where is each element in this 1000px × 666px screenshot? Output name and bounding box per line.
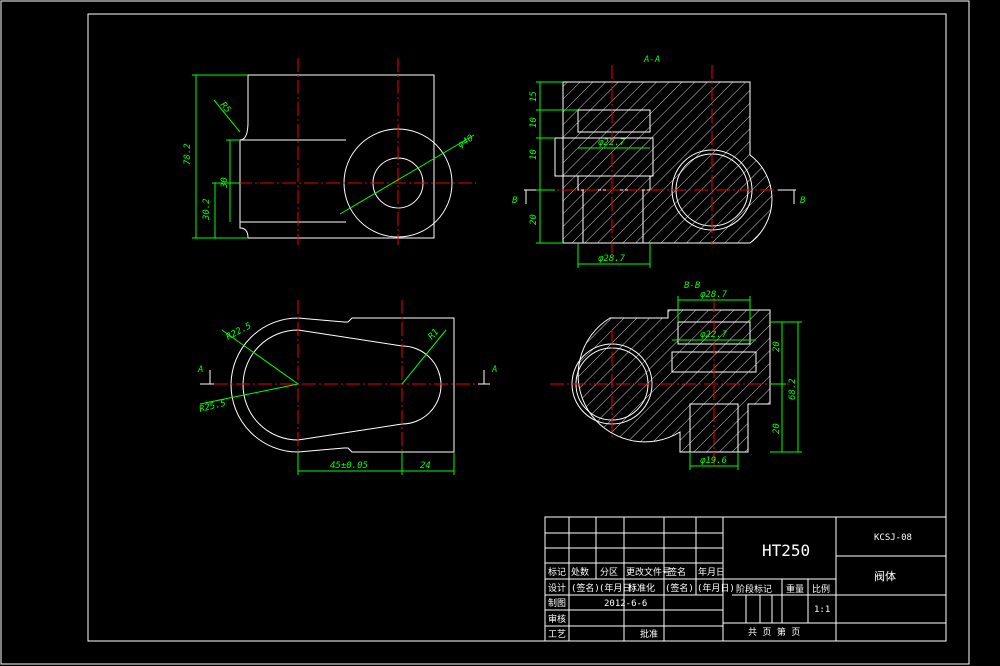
tb-weight: 重量 — [786, 583, 804, 595]
dim-bb-h1: 20 — [772, 341, 782, 352]
tb-material: HT250 — [762, 541, 810, 560]
tb-sheets: 共 页 第 页 — [748, 626, 800, 638]
dim-bb-bottom: φ19.6 — [700, 456, 727, 466]
tb-drawn: 制图 — [548, 597, 566, 609]
dim-aa-bore-top: φ22.7 — [598, 138, 626, 148]
dim-bb-h2: 20 — [772, 423, 782, 434]
section-bb-label: B-B — [684, 281, 701, 291]
dim-front-height-mid: 30 — [220, 177, 230, 189]
tb-review: 审核 — [548, 613, 566, 625]
tb-approve: 批准 — [640, 628, 658, 640]
dim-aa-1: 15 — [529, 91, 539, 102]
tb-part-name: 阀体 — [874, 569, 896, 583]
tb-drawing-number: KCSJ-08 — [874, 533, 912, 543]
tb-rev-sign: 签名 — [668, 566, 686, 578]
tb-rev-mark: 标记 — [548, 566, 566, 578]
dim-front-r5: R5 — [218, 101, 233, 116]
tb-rev-date: 年月日 — [698, 566, 725, 578]
dim-aa-4: 20 — [529, 214, 539, 225]
front-view: 78.2 30.2 30 R5 φ40 — [183, 58, 476, 245]
cut-a-left: A — [197, 365, 203, 375]
section-aa-view: A-A B B 15 10 10 20 φ22.7 φ28.7 — [512, 55, 806, 268]
dim-aa-3: 10 — [529, 149, 539, 160]
tb-scale: 比例 — [812, 583, 830, 595]
dim-aa-2: 10 — [529, 117, 539, 128]
tb-rev-count: 处数 — [571, 566, 589, 578]
dim-top-r2: R1 — [427, 327, 442, 342]
dim-aa-bore-bottom: φ28.7 — [598, 254, 626, 264]
cut-b-left: B — [512, 196, 518, 206]
dim-top-r3: R25.5 — [198, 399, 227, 415]
tb-design-date: (年月日) — [599, 582, 637, 594]
section-aa-label: A-A — [643, 55, 660, 65]
section-bb-view: B-B φ28.7 φ22.7 φ19.6 20 68.2 20 — [550, 281, 802, 470]
top-view: A A R22.5 R25.5 R1 45±0.05 24 — [197, 300, 497, 475]
tb-rev-doc: 更改文件号 — [626, 566, 671, 578]
dim-bb-total: 68.2 — [788, 378, 798, 400]
tb-process: 工艺 — [548, 629, 566, 640]
dim-bb-inner: φ22.7 — [700, 330, 728, 340]
tb-standard: 标准化 — [628, 582, 655, 594]
inner-frame — [87, 13, 947, 642]
tb-stage: 阶段标记 — [736, 583, 772, 595]
tb-drawn-date: 2012-6-6 — [604, 599, 647, 609]
dim-bb-top: φ28.7 — [700, 290, 728, 300]
tb-scale-value: 1:1 — [814, 605, 830, 615]
tb-design-sign: (签名) — [571, 582, 600, 594]
outer-frame — [0, 0, 970, 665]
dim-top-length: 45±0.05 — [330, 461, 368, 471]
tb-standard-date: (年月日) — [697, 582, 735, 594]
dim-front-height-total: 78.2 — [183, 143, 193, 165]
title-block: 标记 处数 分区 更改文件号 签名 年月日 设计 (签名) (年月日) 标准化 … — [544, 516, 947, 642]
tb-design: 设计 — [548, 582, 566, 594]
dim-top-length2: 24 — [420, 461, 431, 471]
cut-b-right: B — [800, 196, 806, 206]
dim-front-height-low: 30.2 — [202, 198, 212, 221]
cut-a-right: A — [491, 365, 497, 375]
tb-rev-zone: 分区 — [600, 567, 618, 578]
tb-standard-sign: (签名) — [665, 582, 694, 594]
